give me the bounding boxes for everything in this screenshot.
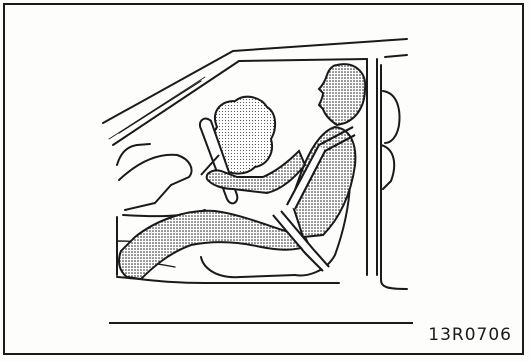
figure-frame: 13R0706 [3, 3, 524, 355]
airbag-deployment-illustration [5, 5, 526, 357]
floor-line [117, 277, 339, 283]
occupant-head [319, 64, 365, 125]
dashboard [119, 155, 192, 185]
figure-code: 13R0706 [428, 325, 512, 345]
caption-rule [109, 322, 413, 324]
